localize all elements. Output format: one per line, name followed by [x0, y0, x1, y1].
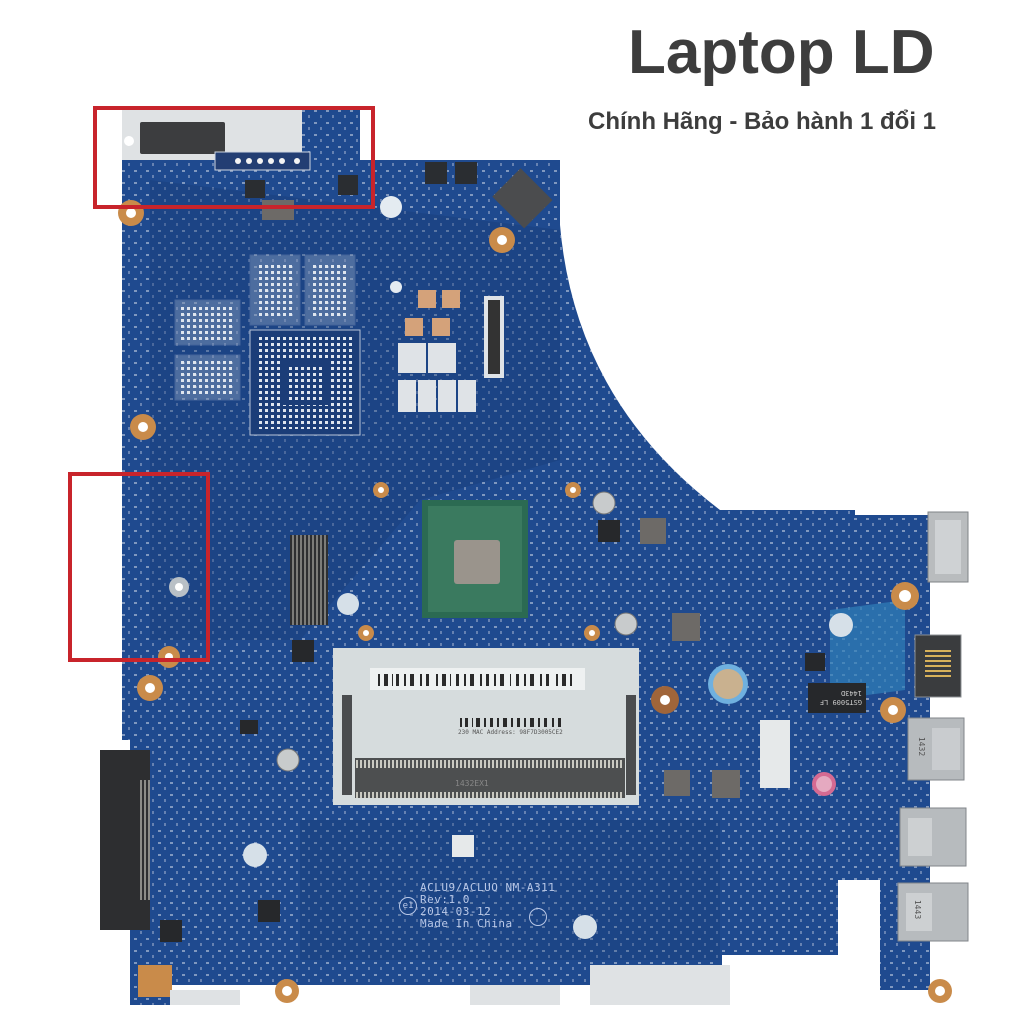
- silk-rev: Rev:1.0: [420, 893, 470, 906]
- no-recycle-icon: [529, 908, 547, 926]
- board-silkscreen: ACLU9/ACLUO NM-A311 Rev:1.0 2014-03-12 M…: [420, 882, 555, 930]
- silk-model: ACLU9/ACLUO NM-A311: [420, 881, 556, 894]
- watermark-title: Laptop LD: [628, 18, 935, 87]
- watermark-subtitle: Chính Hãng - Bảo hành 1 đổi 1: [588, 108, 936, 135]
- highlight-box-left-connector: [68, 472, 210, 662]
- usb-port-mark: 1443: [913, 899, 923, 920]
- ram-socket-mark: 1432EX1: [455, 779, 489, 788]
- silk-origin: Made In China: [420, 917, 513, 930]
- silk-date: 2014-03-12: [420, 905, 492, 918]
- highlight-box-battery-connector: [93, 106, 375, 209]
- hdmi-port-mark: 1432: [917, 736, 927, 757]
- lan-chip-label: GST5009 LF 1443D: [819, 689, 862, 706]
- ram-barcode-caption: 230 MAC Address: 98F7D3005CE2: [458, 729, 563, 736]
- e1-mark-icon: e1: [399, 897, 417, 915]
